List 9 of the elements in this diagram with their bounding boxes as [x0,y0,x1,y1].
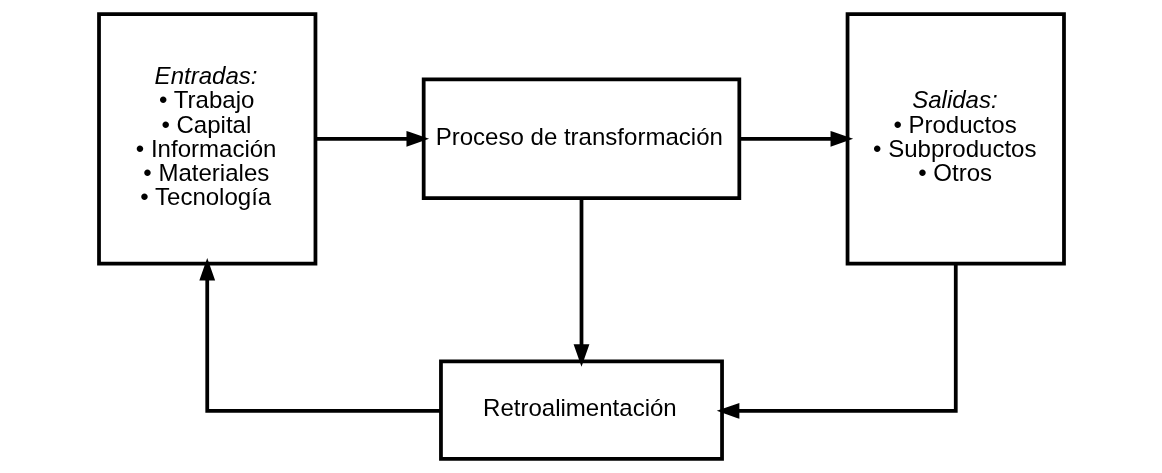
arrow [739,130,853,147]
arrow [315,130,429,147]
arrow [716,263,958,419]
node-box: Proceso de transformación [421,77,741,201]
node-box: Retroalimentación [438,359,724,461]
node-box: Entradas: • Trabajo • Capital • Información • Materiales • Tecnología [96,12,317,266]
arrow [198,258,441,413]
arrow [573,198,589,367]
node-box: Salidas: • Productos • Subproductos • Otros [845,12,1066,266]
